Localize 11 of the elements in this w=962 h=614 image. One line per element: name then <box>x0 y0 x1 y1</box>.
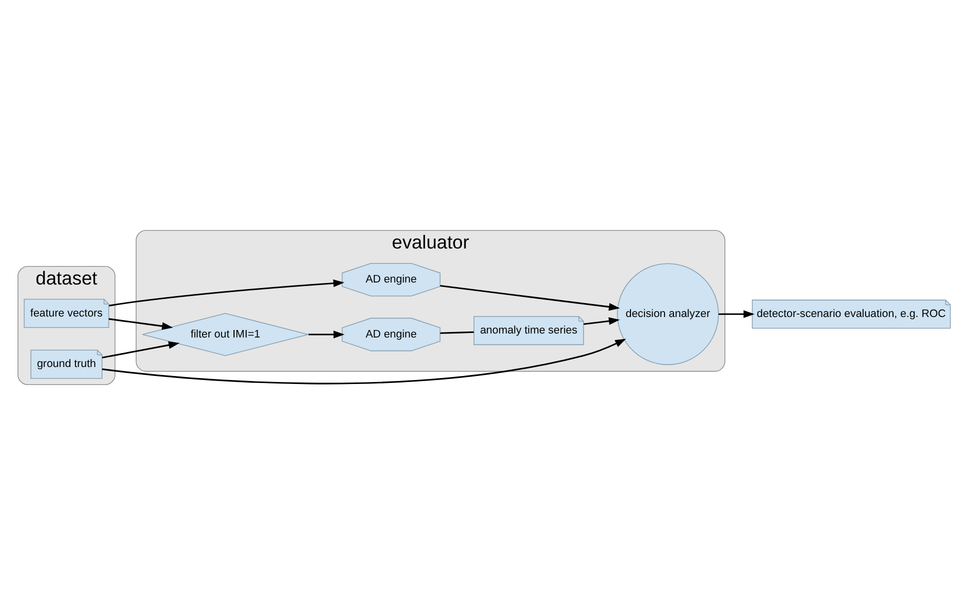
connector <box>440 330 474 334</box>
arrow <box>308 330 345 338</box>
arrow <box>108 318 173 330</box>
arrow <box>102 340 180 358</box>
arrow <box>440 284 620 310</box>
arrow <box>102 338 626 384</box>
arrow <box>108 278 344 306</box>
arrow <box>584 316 620 324</box>
node-circle: decision analyzer <box>616 262 719 365</box>
node-diamond: filter out IMI=1 <box>142 312 309 356</box>
arrow <box>718 310 755 318</box>
